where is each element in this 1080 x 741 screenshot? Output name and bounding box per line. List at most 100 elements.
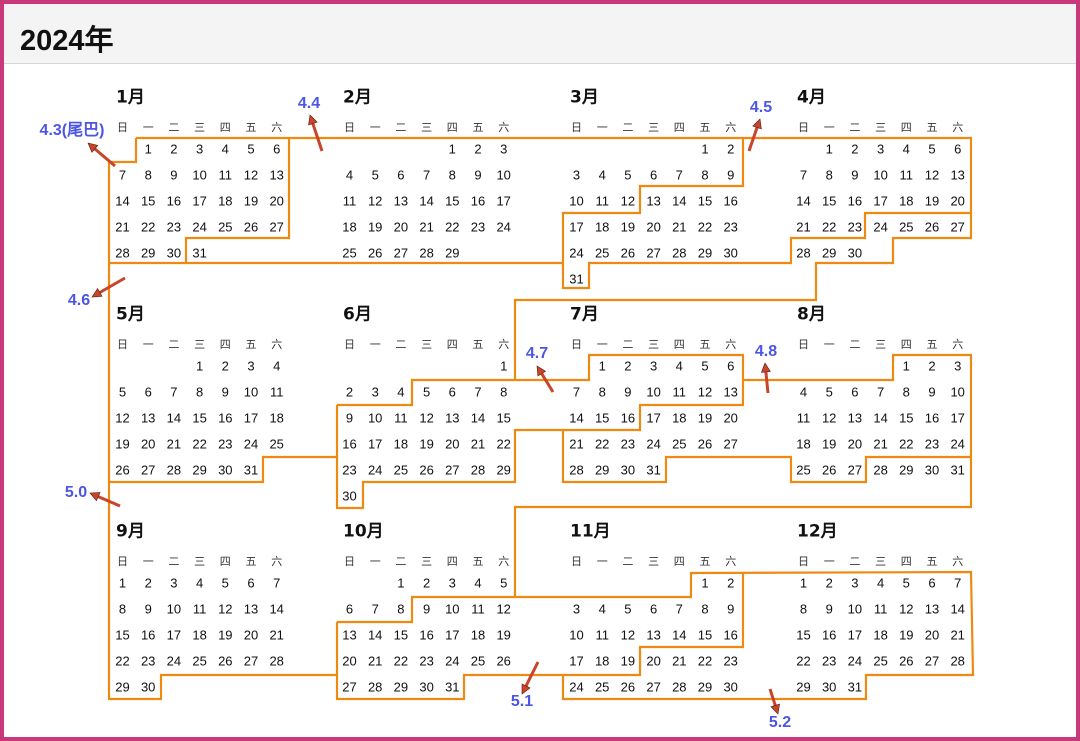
calendar-day: 7 bbox=[371, 601, 379, 617]
weekday-header: 日 bbox=[117, 338, 128, 351]
calendar-day: 17 bbox=[367, 436, 383, 452]
weekday-header: 六 bbox=[271, 121, 283, 134]
weekday-header: 六 bbox=[725, 338, 737, 351]
calendar-day: 14 bbox=[569, 410, 584, 426]
calendar-day: 25 bbox=[899, 219, 914, 235]
calendar-day: 12 bbox=[218, 601, 233, 617]
weekday-header: 一 bbox=[369, 338, 381, 351]
calendar-day: 8 bbox=[448, 167, 456, 183]
calendar-day: 20 bbox=[269, 193, 284, 209]
calendar-day: 13 bbox=[924, 601, 940, 617]
calendar-day: 25 bbox=[470, 653, 486, 669]
weekday-header: 二 bbox=[168, 121, 180, 134]
calendar-day: 13 bbox=[950, 167, 965, 183]
weekday-header: 四 bbox=[900, 121, 912, 134]
month-title: 2月 bbox=[343, 87, 372, 108]
calendar-day: 16 bbox=[419, 627, 434, 643]
calendar-day: 12 bbox=[697, 384, 713, 400]
calendar-day: 29 bbox=[192, 462, 207, 478]
weekday-header: 四 bbox=[900, 338, 912, 351]
calendar-day: 16 bbox=[218, 410, 233, 426]
calendar-day: 8 bbox=[825, 167, 833, 183]
weekday-header: 日 bbox=[571, 338, 582, 351]
calendar-day: 19 bbox=[367, 219, 383, 235]
calendar-day: 2 bbox=[144, 575, 152, 591]
calendar-day: 2 bbox=[928, 358, 936, 374]
weekday-header: 四 bbox=[219, 338, 231, 351]
calendar-day: 10 bbox=[243, 384, 259, 400]
weekday-header: 五 bbox=[926, 555, 938, 568]
calendar-day: 5 bbox=[422, 384, 431, 400]
calendar-day: 28 bbox=[950, 653, 965, 669]
calendar-day: 6 bbox=[273, 141, 281, 157]
weekday-header: 二 bbox=[622, 121, 634, 134]
calendar-day: 15 bbox=[821, 193, 837, 209]
calendar-day: 2 bbox=[825, 575, 833, 591]
calendar-day: 18 bbox=[393, 436, 409, 452]
arrow-icon bbox=[536, 365, 555, 393]
calendar-day: 27 bbox=[445, 462, 460, 478]
weekday-header: 日 bbox=[117, 121, 128, 134]
calendar-day: 13 bbox=[646, 193, 661, 209]
calendar-day: 8 bbox=[397, 601, 405, 617]
weekday-header: 二 bbox=[395, 555, 407, 568]
weekday-header: 三 bbox=[648, 555, 660, 568]
calendar-day: 27 bbox=[393, 245, 409, 261]
calendar-day: 5 bbox=[928, 141, 936, 157]
calendar-day: 23 bbox=[166, 219, 182, 235]
calendar-day: 19 bbox=[620, 653, 636, 669]
calendar-day: 5 bbox=[701, 358, 709, 374]
calendar-day: 7 bbox=[572, 384, 581, 400]
calendar-day: 4 bbox=[474, 575, 482, 591]
calendar-day: 26 bbox=[496, 653, 511, 669]
weekday-header: 日 bbox=[344, 121, 355, 134]
calendar-day: 26 bbox=[367, 245, 383, 261]
calendar-day: 10 bbox=[569, 627, 584, 643]
calendar-day: 6 bbox=[448, 384, 456, 400]
arrow-icon bbox=[91, 276, 126, 298]
weekday-header: 二 bbox=[622, 555, 634, 568]
calendar-day: 23 bbox=[847, 219, 863, 235]
calendar-day: 9 bbox=[727, 167, 735, 183]
calendar-day: 6 bbox=[727, 358, 735, 374]
calendar-day: 28 bbox=[796, 245, 811, 261]
calendar-day: 4 bbox=[221, 141, 229, 157]
calendar-day: 25 bbox=[393, 462, 409, 478]
calendar-day: 6 bbox=[247, 575, 255, 591]
route-outline bbox=[184, 138, 291, 263]
calendar-day: 17 bbox=[192, 193, 207, 209]
weekday-header: 六 bbox=[725, 555, 737, 568]
calendar-day: 21 bbox=[950, 627, 965, 643]
calendar-day: 23 bbox=[342, 462, 357, 478]
calendar-day: 10 bbox=[950, 384, 965, 400]
calendar-day: 17 bbox=[445, 627, 460, 643]
calendar-day: 23 bbox=[821, 653, 837, 669]
calendar-day: 11 bbox=[595, 627, 609, 643]
calendar-day: 14 bbox=[950, 601, 965, 617]
calendar-day: 7 bbox=[170, 384, 178, 400]
calendar-day: 22 bbox=[697, 653, 713, 669]
calendar-day: 17 bbox=[569, 653, 584, 669]
calendar-day: 1 bbox=[397, 575, 405, 591]
calendar-day: 9 bbox=[422, 601, 431, 617]
weekday-header: 一 bbox=[142, 121, 154, 134]
calendar-day: 26 bbox=[243, 219, 259, 235]
calendar-day: 15 bbox=[445, 193, 460, 209]
calendar-day: 22 bbox=[115, 653, 130, 669]
calendar-day: 9 bbox=[221, 384, 229, 400]
calendar-day: 3 bbox=[448, 575, 456, 591]
calendar-day: 16 bbox=[723, 193, 738, 209]
calendar-day: 24 bbox=[243, 436, 259, 452]
calendar-day: 5 bbox=[825, 384, 833, 400]
calendar-day: 6 bbox=[851, 384, 859, 400]
calendar-day: 3 bbox=[247, 358, 255, 374]
weekday-header: 三 bbox=[875, 121, 887, 134]
calendar-day: 16 bbox=[847, 193, 863, 209]
weekday-header: 四 bbox=[673, 121, 685, 134]
calendar-day: 26 bbox=[620, 679, 636, 695]
calendar-day: 2 bbox=[727, 141, 735, 157]
calendar-day: 14 bbox=[873, 410, 888, 426]
calendar-day: 8 bbox=[500, 384, 508, 400]
month-title: 7月 bbox=[570, 304, 599, 325]
weekday-header: 六 bbox=[498, 121, 510, 134]
